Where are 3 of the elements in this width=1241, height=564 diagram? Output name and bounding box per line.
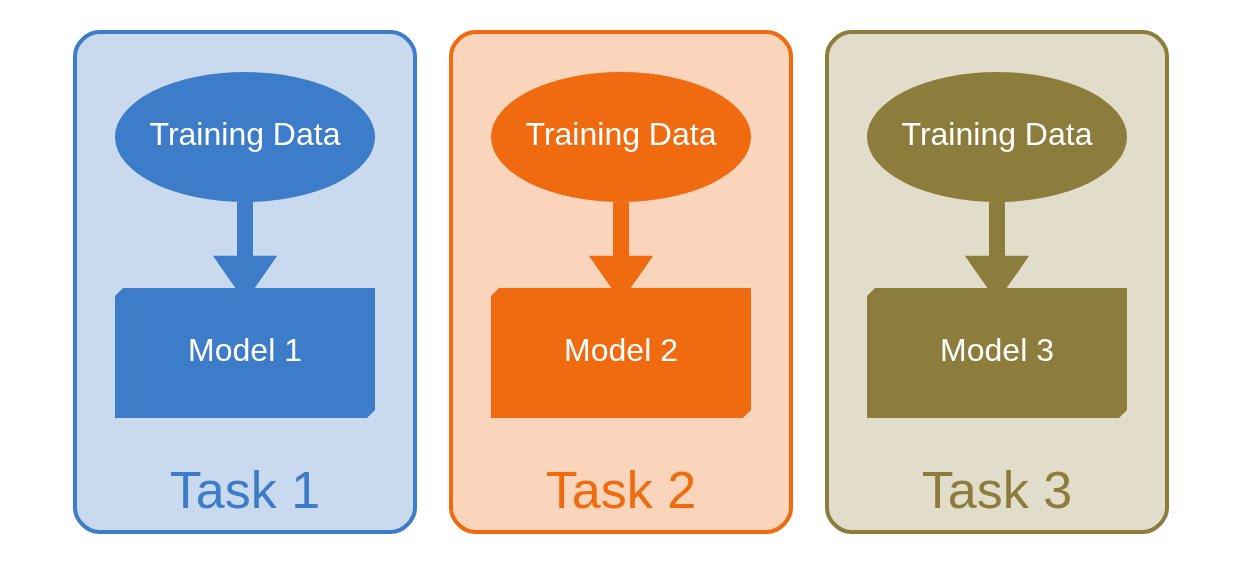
node-ellipse: Training Data [866,72,1127,202]
node-ellipse: Training Data [114,72,375,202]
node-ellipse: Training Data [490,72,751,202]
